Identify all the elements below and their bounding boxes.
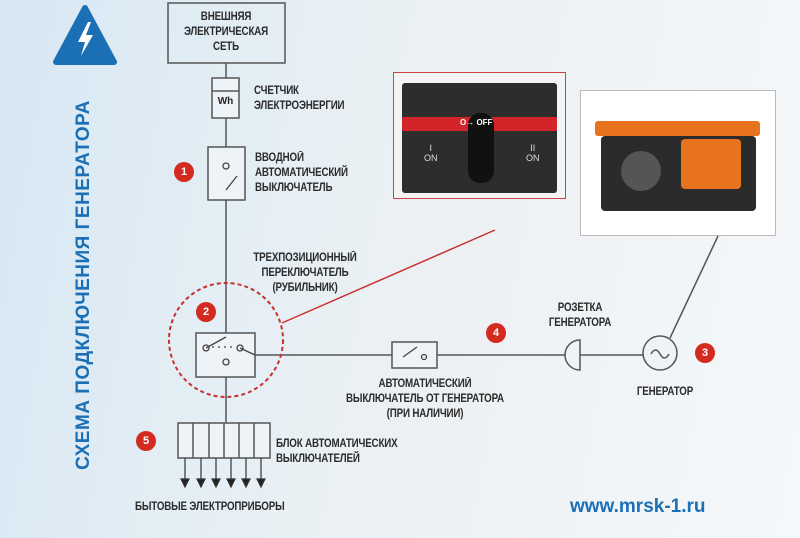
appliance-arrows <box>180 458 266 489</box>
highlight-circle <box>168 282 284 398</box>
transfer-switch-box <box>195 332 256 378</box>
badge-3: 3 <box>695 343 715 363</box>
lightning-logo-icon <box>53 5 117 65</box>
appliances-label: БЫТОВЫЕ ЭЛЕКТРОПРИБОРЫ <box>135 501 285 513</box>
generator-photo <box>580 90 776 236</box>
meter-box <box>211 77 240 119</box>
website-link[interactable]: www.mrsk-1.ru <box>570 496 706 517</box>
pos1-label: ON <box>424 153 438 163</box>
badge-5: 5 <box>136 431 156 451</box>
badge-2: 2 <box>196 302 216 322</box>
pos2-num: II <box>530 143 536 153</box>
badge-1: 1 <box>174 162 194 182</box>
badge-4: 4 <box>486 323 506 343</box>
generator-breaker-box <box>391 341 438 369</box>
generator-label: ГЕНЕРАТОР <box>636 386 694 398</box>
main-breaker-box <box>207 146 246 201</box>
socket-icon <box>564 339 581 371</box>
meter-symbol: Wh <box>217 96 234 107</box>
pos1-num: I <box>429 143 432 153</box>
pos2-label: ON <box>526 153 540 163</box>
off-label: O→ OFF <box>460 118 493 127</box>
callout-line <box>281 229 496 324</box>
